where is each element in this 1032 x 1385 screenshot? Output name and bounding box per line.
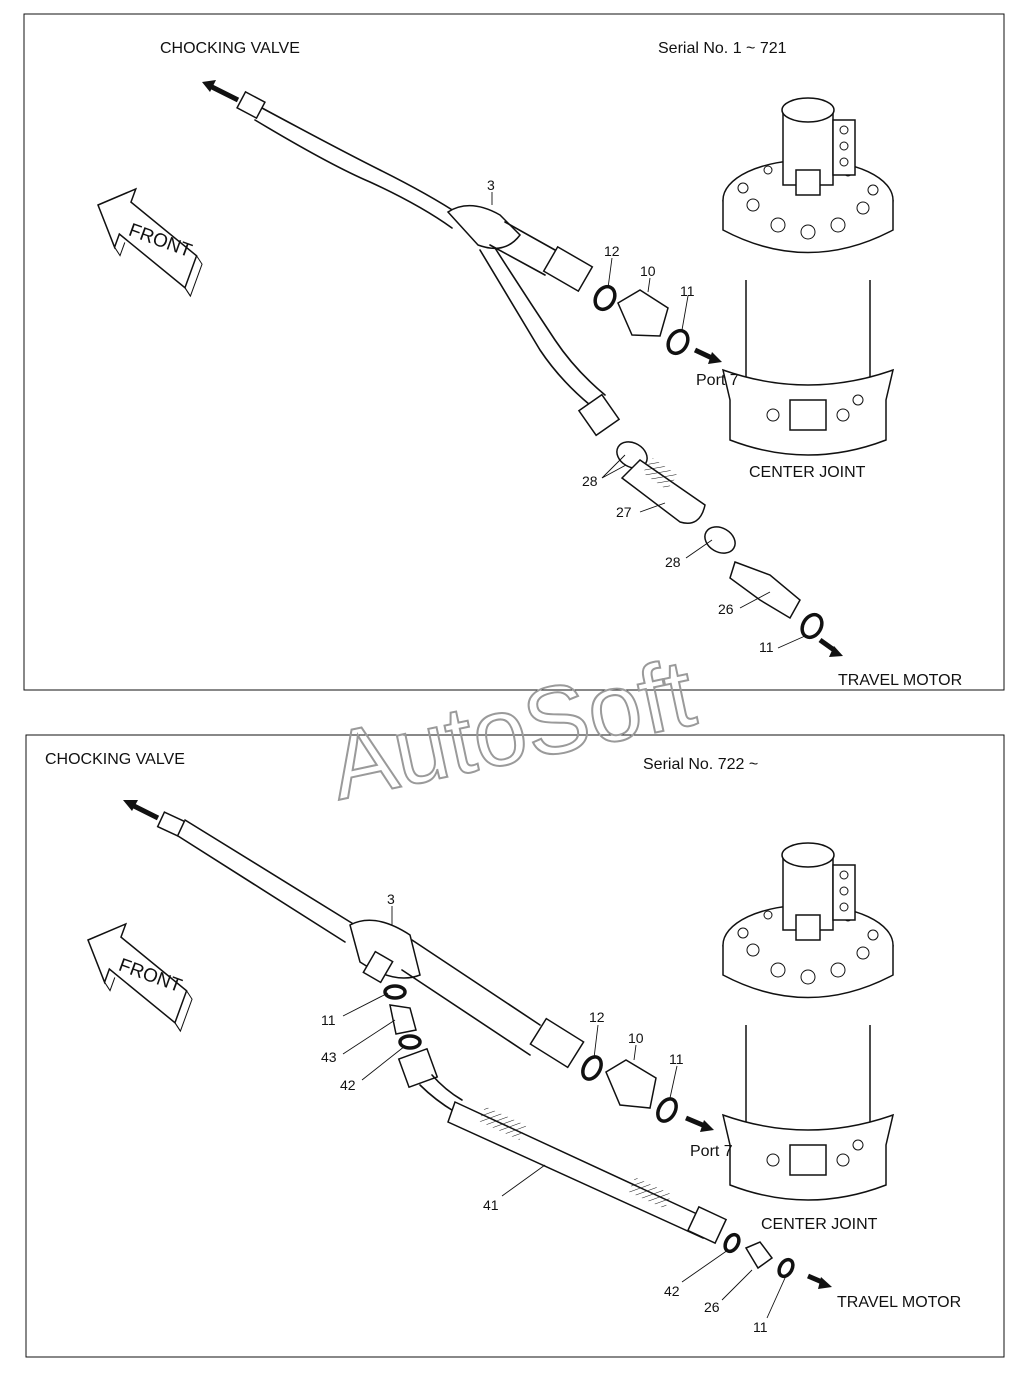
callout-11: 11 (321, 1012, 336, 1028)
callout-43: 43 (321, 1049, 337, 1065)
center-joint-drawing (722, 842, 894, 1201)
flow-arrow-icon (685, 1115, 706, 1129)
chocking-valve-label: CHOCKING VALVE (160, 40, 300, 57)
hose-41 (397, 1047, 728, 1245)
callout-11c: 11 (753, 1319, 768, 1335)
o-ring-12 (593, 284, 617, 312)
panel-serial-1-721: CHOCKING VALVE Serial No. 1 ~ 721 FRONT (23, 13, 1005, 691)
chocking-valve-label: CHOCKING VALVE (45, 751, 185, 768)
callout-12: 12 (589, 1009, 605, 1025)
callout-42: 42 (340, 1077, 356, 1093)
flow-arrowhead-icon (818, 1277, 832, 1289)
callout-10: 10 (628, 1030, 644, 1046)
flow-arrowhead-icon (202, 80, 216, 92)
flow-arrow-icon (693, 347, 714, 361)
pipe-assembly-3 (236, 90, 621, 437)
port-7-label: Port 7 (696, 372, 739, 389)
serial-number-label: Serial No. 722 ~ (643, 756, 758, 773)
o-ring-42 (398, 1034, 422, 1050)
port-7-label: Port 7 (690, 1143, 733, 1160)
callout-11b: 11 (669, 1051, 684, 1067)
o-ring-11 (800, 612, 824, 640)
callout-10: 10 (640, 263, 656, 279)
flow-arrowhead-icon (700, 1120, 714, 1132)
o-ring-11 (777, 1257, 795, 1279)
flow-arrowhead-icon (829, 646, 843, 657)
callout-27: 27 (616, 504, 632, 520)
callout-26: 26 (718, 601, 734, 617)
connector-43 (389, 1004, 417, 1035)
center-joint-label: CENTER JOINT (761, 1216, 878, 1233)
callout-12: 12 (604, 243, 620, 259)
callout-28b: 28 (665, 554, 681, 570)
callout-11b: 11 (759, 639, 774, 655)
o-ring-11 (656, 1097, 678, 1123)
flow-arrow-icon (208, 83, 240, 103)
o-ring-11 (383, 984, 407, 1000)
center-joint-drawing (722, 97, 894, 456)
watermark: AutoSoft (321, 639, 703, 820)
connector-10 (605, 1059, 657, 1109)
o-ring-12 (581, 1055, 603, 1081)
flow-arrowhead-icon (708, 352, 722, 364)
flow-arrowhead-icon (123, 800, 138, 811)
flow-arrow-icon (818, 637, 836, 653)
center-joint-label: CENTER JOINT (749, 464, 866, 481)
o-ring-11 (666, 328, 690, 356)
callout-41: 41 (483, 1197, 499, 1213)
front-direction-arrow: FRONT (78, 177, 220, 297)
callout-3: 3 (487, 177, 495, 193)
o-ring-42 (723, 1232, 741, 1254)
hose-27 (620, 459, 706, 524)
serial-number-label: Serial No. 1 ~ 721 (658, 40, 787, 57)
callout-26: 26 (704, 1299, 720, 1315)
travel-motor-label: TRAVEL MOTOR (838, 672, 962, 689)
travel-motor-label: TRAVEL MOTOR (837, 1294, 961, 1311)
connector-10 (617, 289, 669, 337)
front-direction-arrow: FRONT (68, 912, 210, 1032)
panel-serial-722: CHOCKING VALVE Serial No. 722 ~ FRONT (25, 734, 1005, 1358)
flow-arrow-icon (130, 802, 160, 821)
hose-clamp-28 (704, 526, 736, 554)
pipe-assembly-3 (156, 811, 585, 1069)
panel-2-frame (25, 734, 1005, 1358)
adapter-26 (729, 561, 801, 620)
panel-1-frame (23, 13, 1005, 691)
callout-3: 3 (387, 891, 395, 907)
flow-arrow-icon (807, 1273, 823, 1285)
adapter-26 (744, 1241, 774, 1270)
callout-42b: 42 (664, 1283, 680, 1299)
callout-11: 11 (680, 283, 695, 299)
callout-28: 28 (582, 473, 598, 489)
